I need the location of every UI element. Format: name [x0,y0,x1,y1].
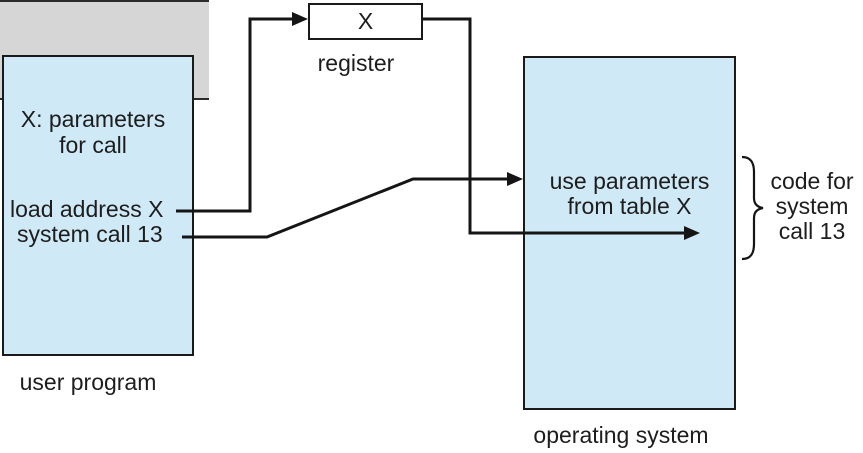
syscall-handler-text: use parameters from table X [525,169,734,219]
annotation-line-2: system [775,193,849,219]
parameters-line-2: for call [59,132,127,158]
annotation-line-3: call 13 [778,218,846,244]
code-for-syscall-annotation: code for system call 13 [762,169,862,244]
parameters-table-text: X: parameters for call [2,106,184,158]
operating-system-label: operating system [533,422,709,448]
instruction-system-call: system call 13 [17,221,163,247]
annotation-line-1: code for [770,168,854,194]
arrowhead-into-register [292,12,308,26]
arrow-syscall-to-handler [182,177,507,239]
arrowhead-into-handler-upper [507,172,523,186]
handler-line-2: from table X [567,193,692,219]
user-program-label: user program [19,369,157,395]
instruction-load-address: load address X [10,196,164,222]
operating-system-box [523,56,736,410]
parameters-line-1: X: parameters [20,106,166,132]
register-box: X [308,3,423,40]
register-label: register [317,50,395,76]
curly-brace [741,155,764,261]
register-value: X [357,8,374,34]
user-program-box [2,55,194,356]
handler-line-1: use parameters [549,168,710,194]
